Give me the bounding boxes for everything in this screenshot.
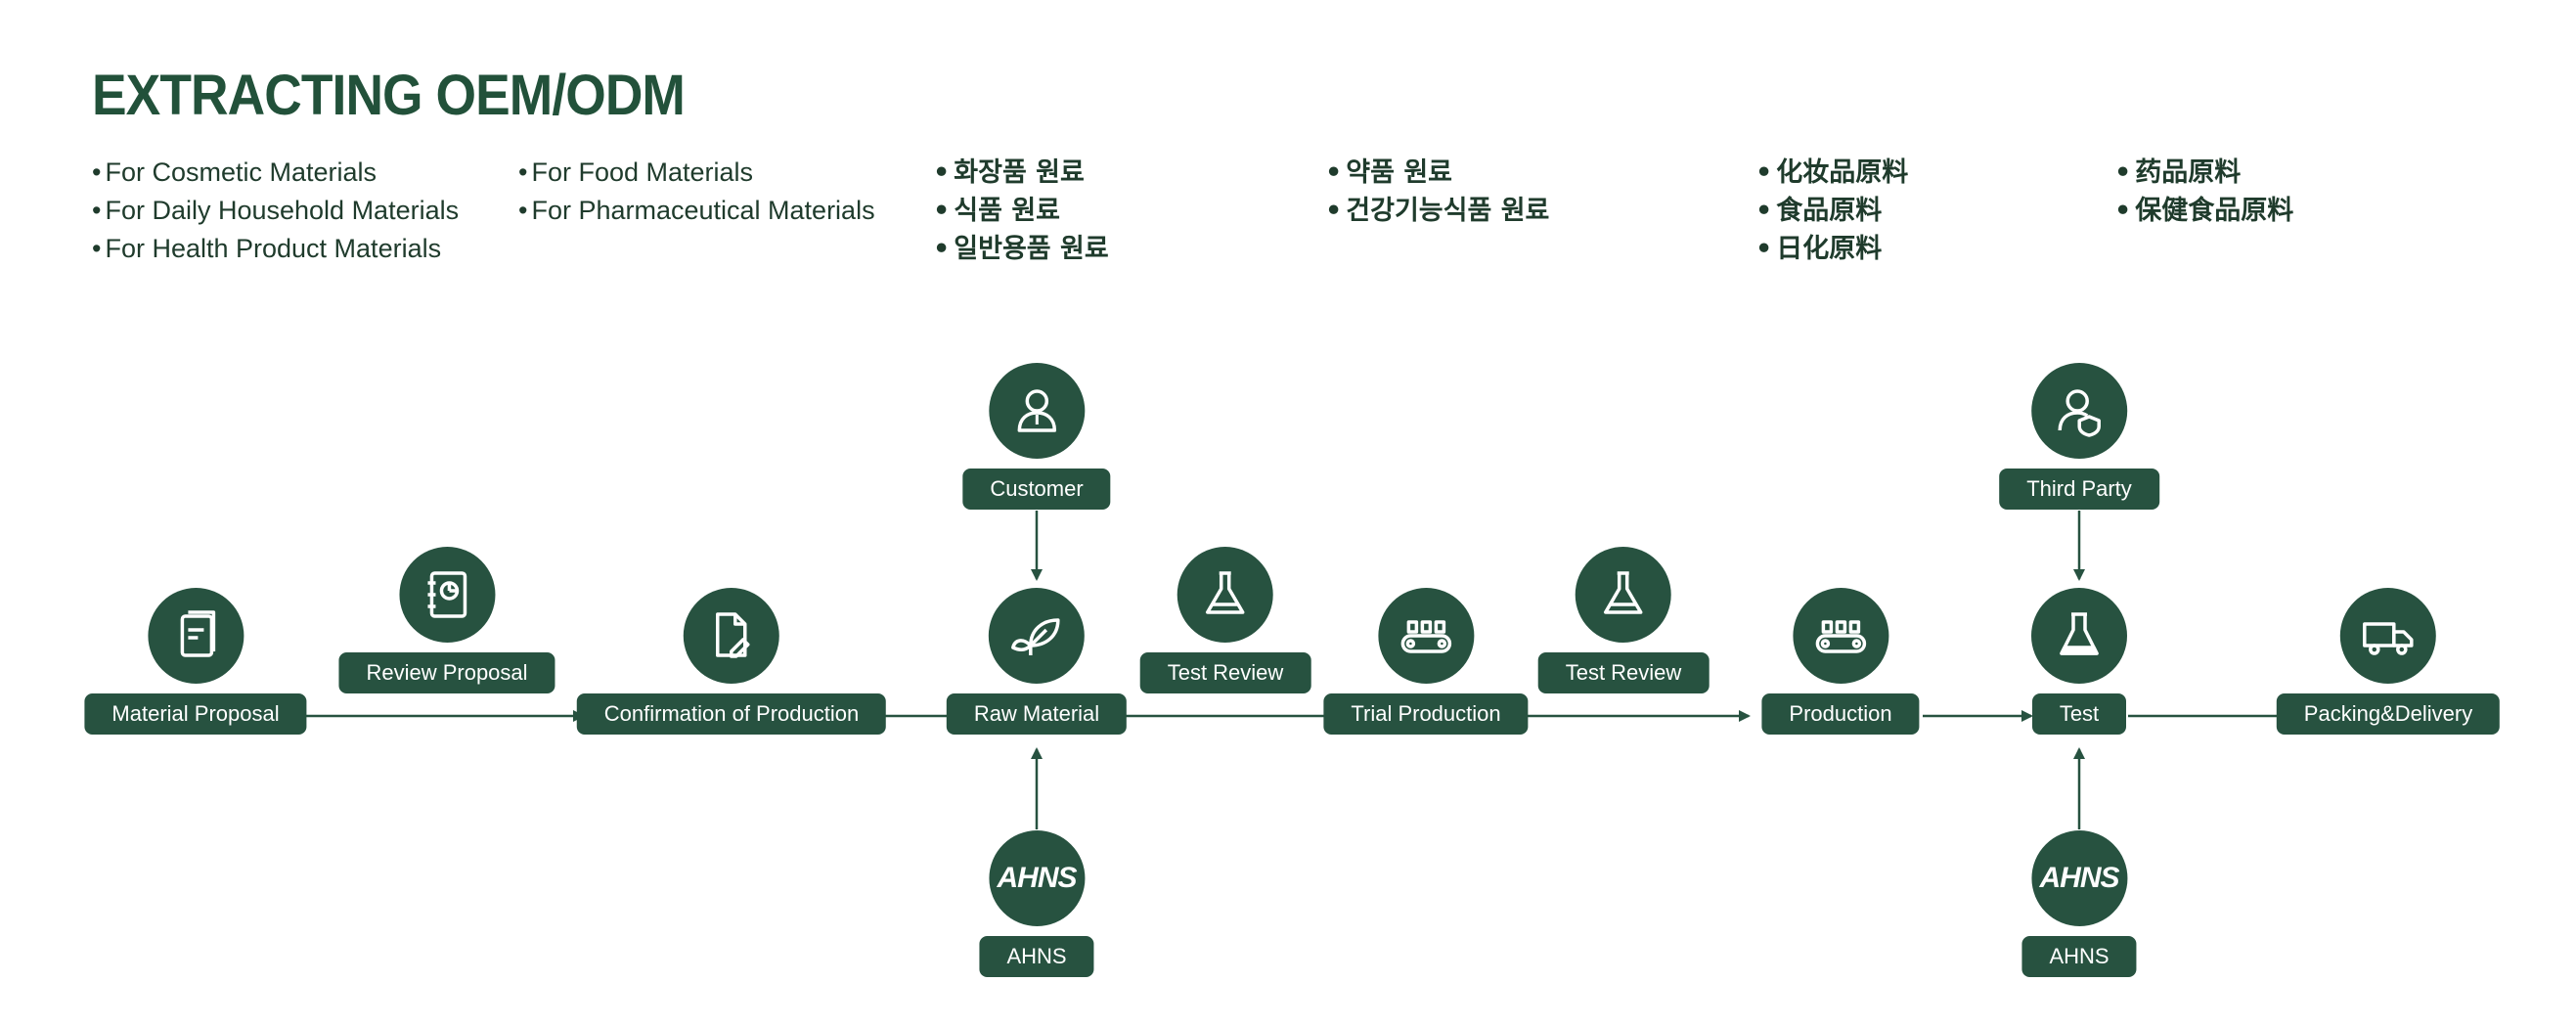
node-label: AHNS (979, 936, 1094, 977)
node-test-review-1: Test Review (1139, 547, 1311, 693)
ahns-logo: AHNS (989, 830, 1085, 926)
list-korean-1: 화장품 원료 식품 원료 일반용품 원료 (933, 154, 1109, 268)
list-chinese-2: 药品原料 保健食品原料 (2114, 154, 2293, 230)
node-ahns-test: AHNS AHNS (2021, 830, 2137, 977)
node-third-party: Third Party (1999, 363, 2159, 510)
node-customer: Customer (962, 363, 1111, 510)
list-item: 약품 원료 (1325, 154, 1549, 192)
list-item: 保健食品原料 (2114, 192, 2293, 230)
ahns-logo-text: AHNS (997, 862, 1077, 894)
node-production: Production (1761, 588, 1920, 735)
ahns-logo-text: AHNS (2039, 862, 2119, 894)
beaker-icon (2031, 588, 2127, 684)
list-item: 식품 원료 (933, 192, 1109, 230)
node-confirmation-of-production: Confirmation of Production (576, 588, 887, 735)
node-test: Test (2031, 588, 2127, 735)
list-item: 건강기능식품 원료 (1325, 192, 1549, 230)
inspector-icon (2031, 363, 2127, 459)
list-item: 화장품 원료 (933, 154, 1109, 192)
flask-icon (1576, 547, 1671, 643)
list-item: 日化原料 (1755, 230, 1908, 268)
node-packing-delivery: Packing&Delivery (2276, 588, 2501, 735)
leaf-icon (989, 588, 1085, 684)
file-edit-icon (684, 588, 779, 684)
user-icon (988, 363, 1085, 459)
node-material-proposal: Material Proposal (84, 588, 307, 735)
list-item: For Cosmetic Materials (92, 154, 459, 192)
node-ahns-raw: AHNS AHNS (979, 830, 1094, 977)
node-test-review-2: Test Review (1537, 547, 1710, 693)
list-item: For Food Materials (518, 154, 875, 192)
list-item: For Pharmaceutical Materials (518, 192, 874, 230)
node-label: Customer (962, 469, 1111, 510)
list-item: For Health Product Materials (92, 230, 459, 268)
node-label: AHNS (2021, 936, 2137, 977)
page-title: EXTRACTING OEM/ODM (92, 64, 686, 127)
conveyor-icon (1793, 588, 1888, 684)
node-label: Review Proposal (338, 652, 555, 693)
list-item: 药品原料 (2114, 154, 2293, 192)
list-korean-2: 약품 원료 건강기능식품 원료 (1325, 154, 1549, 230)
node-label: Test (2031, 693, 2127, 735)
flask-icon (1177, 547, 1273, 643)
document-icon (148, 588, 244, 684)
node-label: Test Review (1537, 652, 1710, 693)
node-label: Raw Material (946, 693, 1128, 735)
list-chinese-1: 化妆品原料 食品原料 日化原料 (1755, 154, 1908, 268)
truck-icon (2340, 588, 2436, 684)
node-label: Third Party (1999, 469, 2159, 510)
list-item: For Daily Household Materials (92, 192, 459, 230)
node-review-proposal: Review Proposal (338, 547, 555, 693)
node-label: Packing&Delivery (2276, 693, 2501, 735)
node-label: Trial Production (1323, 693, 1529, 735)
notebook-icon (398, 547, 495, 643)
node-trial-production: Trial Production (1323, 588, 1529, 735)
list-item: 일반용품 원료 (933, 230, 1108, 268)
ahns-logo: AHNS (2031, 830, 2127, 926)
conveyor-icon (1378, 588, 1474, 684)
node-label: Test Review (1139, 652, 1311, 693)
list-english-2: For Food Materials For Pharmaceutical Ma… (518, 154, 875, 230)
node-label: Material Proposal (84, 693, 307, 735)
node-label: Production (1761, 693, 1920, 735)
list-item: 食品原料 (1755, 192, 1908, 230)
node-label: Confirmation of Production (576, 693, 887, 735)
node-raw-material: Raw Material (946, 588, 1128, 735)
list-item: 化妆品原料 (1755, 154, 1908, 192)
list-english-1: For Cosmetic Materials For Daily Househo… (92, 154, 459, 268)
